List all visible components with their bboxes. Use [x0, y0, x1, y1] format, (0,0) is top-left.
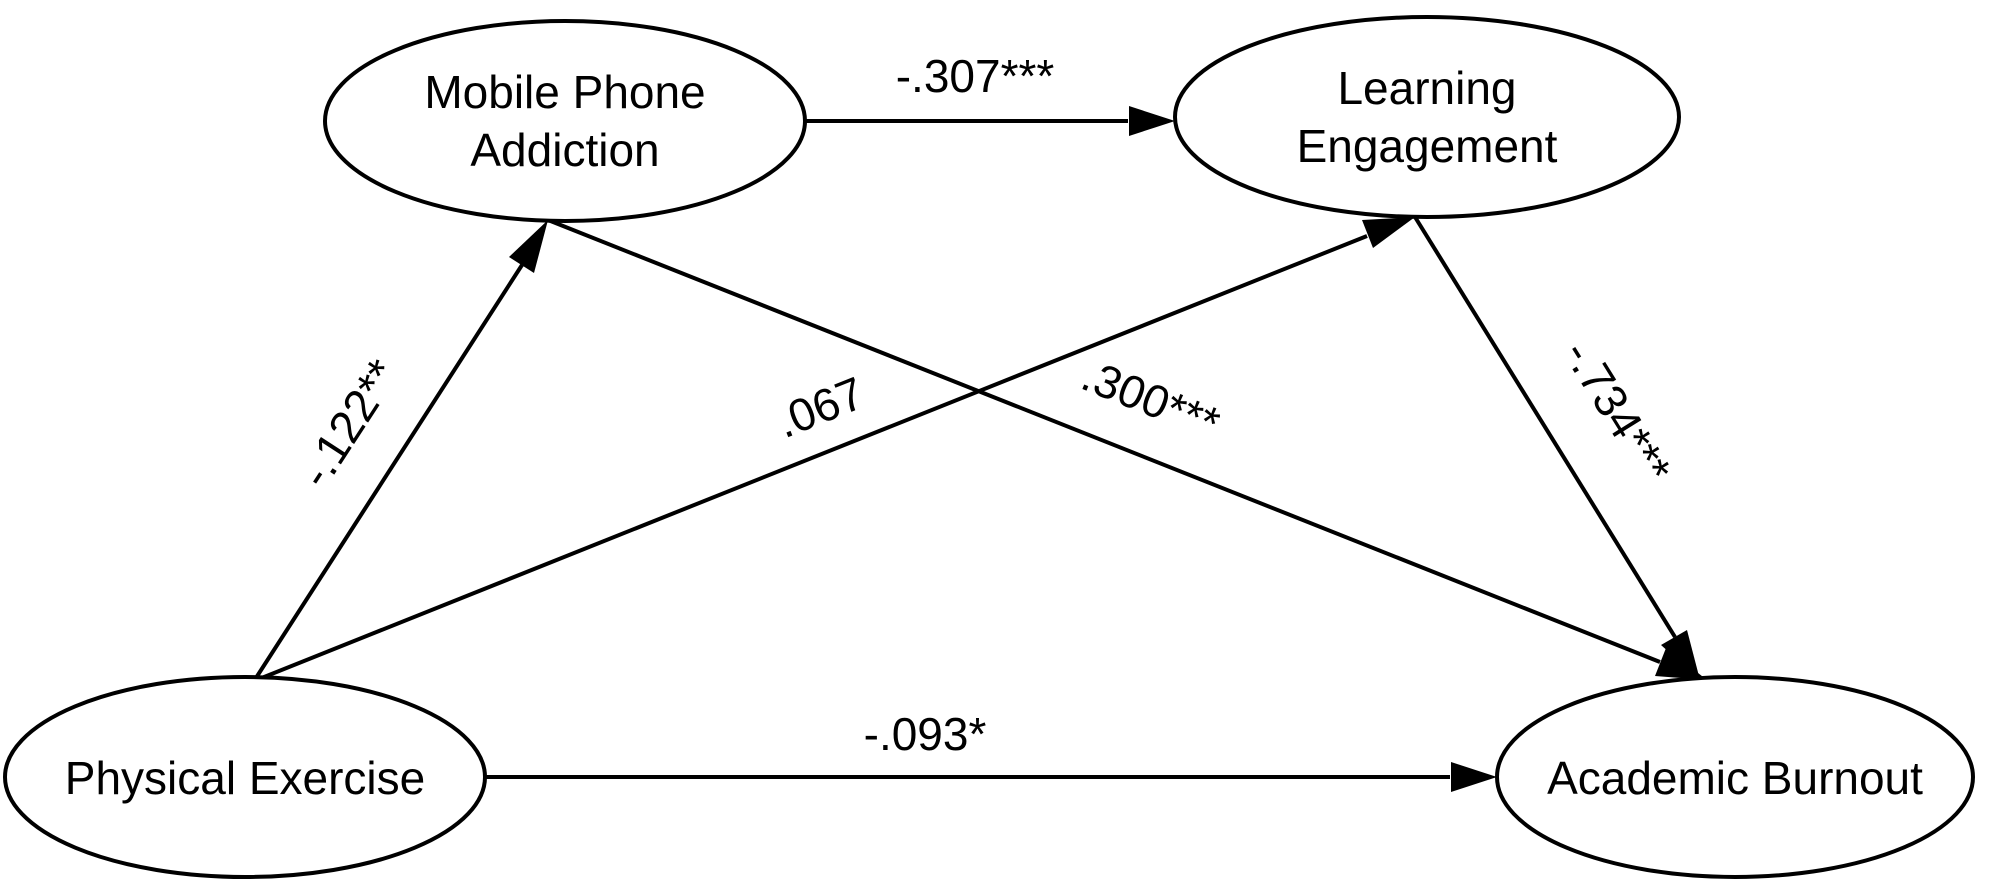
- edge-pe-to-le: [253, 234, 1368, 683]
- label-pe-to-ab: -.093*: [864, 708, 987, 760]
- edge-le-to-ab: [1413, 215, 1677, 639]
- paths-layer: [252, 106, 1707, 792]
- label-mpa-to-ab: .300***: [1075, 348, 1227, 449]
- node-academic-burnout: Academic Burnout: [1495, 675, 1975, 879]
- node-physical-exercise: Physical Exercise: [3, 675, 487, 879]
- node-ellipse: [323, 19, 807, 223]
- label-pe-to-le: .067: [769, 366, 871, 448]
- node-ellipse: [3, 675, 487, 879]
- node-label-line-2: Addiction: [470, 124, 659, 176]
- edge-pe-to-mpa: [252, 263, 524, 683]
- label-mpa-to-le: -.307***: [896, 50, 1055, 102]
- node-label-line-1: Mobile Phone: [424, 66, 705, 118]
- arrowhead-pe-to-le: [1362, 217, 1415, 248]
- label-pe-to-mpa: -.122**: [288, 350, 408, 496]
- node-label: Physical Exercise: [65, 752, 425, 804]
- arrowhead-pe-to-mpa: [509, 220, 548, 273]
- arrowhead-le-to-ab: [1661, 630, 1700, 680]
- node-label: Academic Burnout: [1547, 752, 1923, 804]
- node-ellipse: [1173, 15, 1681, 219]
- node-ellipse: [1495, 675, 1975, 879]
- arrowhead-mpa-to-le: [1129, 106, 1175, 136]
- node-learning-engagement: Learning Engagement: [1173, 15, 1681, 219]
- node-label-line-2: Engagement: [1297, 120, 1558, 172]
- arrowhead-pe-to-ab: [1451, 762, 1497, 792]
- node-label-line-1: Learning: [1337, 62, 1516, 114]
- node-mobile-phone-addiction: Mobile Phone Addiction: [323, 19, 807, 223]
- edge-mpa-to-ab: [547, 218, 1661, 664]
